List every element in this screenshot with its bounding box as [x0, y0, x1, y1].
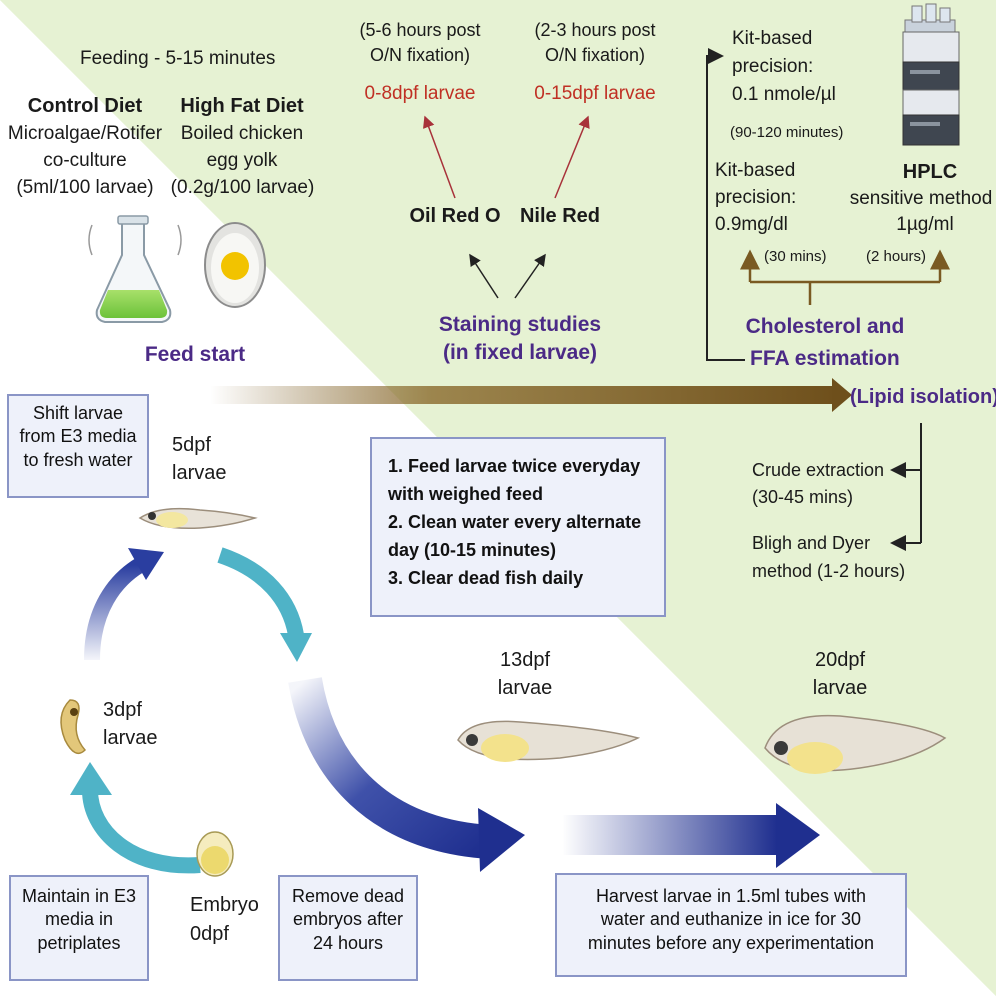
control-diet-title: Control Diet — [27, 95, 143, 117]
arrow-to-nile-red — [514, 253, 546, 299]
cycle-arrow-0to3-head — [70, 762, 112, 795]
kit1-line-1: Kit-based — [732, 28, 813, 49]
oil-red-result: 0-8dpf larvae — [364, 83, 476, 104]
lipid-isolation-label: (Lipid isolation) — [850, 386, 996, 408]
protocol-box: 1. Feed larvae twice everyday with weigh… — [370, 437, 666, 617]
protocol-line-3: 2. Clean water every alternate — [388, 511, 642, 532]
harvest-line-2: water and euthanize in ice for 30 — [600, 909, 862, 930]
remove-dead-box: Remove dead embryos after 24 hours — [278, 875, 418, 981]
remove-line-3: 24 hours — [312, 932, 384, 953]
high-fat-diet-title: High Fat Diet — [180, 95, 304, 117]
cycle-arrow-5to13 — [217, 547, 304, 637]
cycle-arrow-big-head — [478, 808, 525, 872]
nile-red-timing-2: O/N fixation) — [544, 45, 646, 65]
high-fat-line-2: egg yolk — [206, 150, 278, 171]
nile-red-label: Nile Red — [519, 205, 601, 227]
control-diet-line-2: co-culture — [43, 150, 127, 171]
bligh-line-2: method (1-2 hours) — [752, 561, 906, 581]
lipid-arrow-head — [832, 378, 852, 412]
cycle-arrow-3to5-head — [128, 548, 164, 580]
kit1-time: (90-120 minutes) — [730, 124, 844, 141]
high-fat-line-3: (0.2g/100 larvae) — [170, 177, 315, 198]
ffa-to-kit1 — [706, 48, 745, 361]
kit1-line-2: precision: — [732, 56, 814, 77]
boiled-egg-icon — [204, 222, 266, 308]
shift-line-3: to fresh water — [23, 449, 133, 470]
oil-red-timing-2: O/N fixation) — [369, 45, 471, 65]
feeding-title: Feeding - 5-15 minutes — [80, 48, 276, 69]
hplc-line-2: 1µg/ml — [896, 214, 954, 235]
stage-0dpf-1: Embryo — [190, 894, 259, 916]
harvest-arrow-head — [776, 803, 820, 868]
maintain-e3-box: Maintain in E3 media in petriplates — [9, 875, 149, 981]
arrow-to-oil-red — [469, 253, 499, 299]
shift-larvae-box: Shift larvae from E3 media to fresh wate… — [7, 394, 149, 498]
stage-20dpf-1: 20dpf — [814, 649, 866, 671]
kit2-line-1: Kit-based — [715, 160, 796, 181]
kit2-line-3: 0.9mg/dl — [715, 214, 788, 235]
oil-red-label: Oil Red O — [409, 205, 501, 227]
oil-red-timing-1: (5-6 hours post — [359, 20, 481, 40]
crude-line-2: (30-45 mins) — [752, 487, 854, 507]
protocol-line-2: with weighed feed — [388, 483, 544, 504]
staining-title-1: Staining studies — [438, 313, 602, 336]
high-fat-line-1: Boiled chicken — [180, 123, 304, 144]
harvest-box: Harvest larvae in 1.5ml tubes with water… — [555, 873, 907, 977]
larva-20dpf-icon — [764, 714, 947, 774]
stage-5dpf-2: larvae — [172, 462, 227, 484]
hplc-line-1: sensitive method — [849, 188, 993, 209]
stage-3dpf-2: larvae — [103, 727, 158, 749]
maintain-line-3: petriplates — [37, 932, 121, 953]
staining-title-2: (in fixed larvae) — [442, 341, 598, 364]
remove-line-1: Remove dead — [291, 886, 405, 906]
stage-13dpf-2: larvae — [497, 677, 553, 699]
feed-start-label: Feed start — [144, 343, 246, 366]
stage-5dpf-1: 5dpf — [172, 434, 211, 456]
harvest-line-3: minutes before any experimentation — [587, 932, 875, 953]
larva-3dpf-icon — [60, 699, 87, 755]
nile-red-result: 0-15dpf larvae — [534, 83, 656, 104]
cycle-arrow-3to5 — [84, 558, 145, 661]
protocol-line-4: day (10-15 minutes) — [388, 539, 557, 560]
stage-0dpf-2: 0dpf — [190, 923, 229, 945]
control-diet-line-3: (5ml/100 larvae) — [16, 177, 154, 198]
cholesterol-title-1: Cholesterol and — [745, 315, 905, 338]
shift-line-1: Shift larvae — [32, 403, 124, 423]
larva-5dpf-icon — [138, 507, 258, 530]
nile-red-timing-1: (2-3 hours post — [534, 20, 656, 40]
erlenmeyer-flask-icon — [88, 215, 182, 323]
arrow-oil-to-8dpf — [423, 115, 456, 199]
arrow-nile-to-15dpf — [554, 115, 590, 199]
protocol-line-1: 1. Feed larvae twice everyday — [388, 456, 641, 476]
harvest-arrow-shaft — [562, 815, 777, 855]
kit2-line-2: precision: — [715, 187, 797, 208]
stage-20dpf-2: larvae — [812, 677, 868, 699]
maintain-line-1: Maintain in E3 — [21, 886, 137, 906]
maintain-line-2: media in — [44, 909, 114, 930]
hplc-time: (2 hours) — [866, 248, 927, 265]
cholesterol-title-2: FFA estimation — [750, 347, 900, 370]
larva-13dpf-icon — [457, 720, 641, 762]
protocol-line-5: 3. Clear dead fish daily — [388, 567, 584, 588]
cycle-arrow-5to13-head — [280, 633, 312, 662]
control-diet-line-1: Microalgae/Rotifer — [7, 123, 163, 144]
crude-line-1: Crude extraction — [752, 460, 885, 480]
remove-line-2: embryos after — [292, 909, 404, 930]
cycle-arrow-big-curve — [288, 676, 492, 859]
stage-13dpf-1: 13dpf — [499, 649, 551, 671]
bligh-line-1: Bligh and Dyer — [752, 533, 871, 553]
hplc-machine-icon — [902, 3, 960, 146]
kit2-time: (30 mins) — [764, 248, 827, 265]
kit1-line-3: 0.1 nmole/µl — [732, 84, 836, 105]
hplc-title: HPLC — [902, 161, 958, 183]
embryo-icon — [196, 831, 234, 877]
stage-3dpf-1: 3dpf — [103, 699, 142, 721]
lipid-arrow-shaft — [210, 386, 840, 404]
cycle-arrow-0to3 — [82, 789, 201, 874]
harvest-line-1: Harvest larvae in 1.5ml tubes with — [595, 886, 867, 906]
shift-line-2: from E3 media — [19, 426, 137, 447]
